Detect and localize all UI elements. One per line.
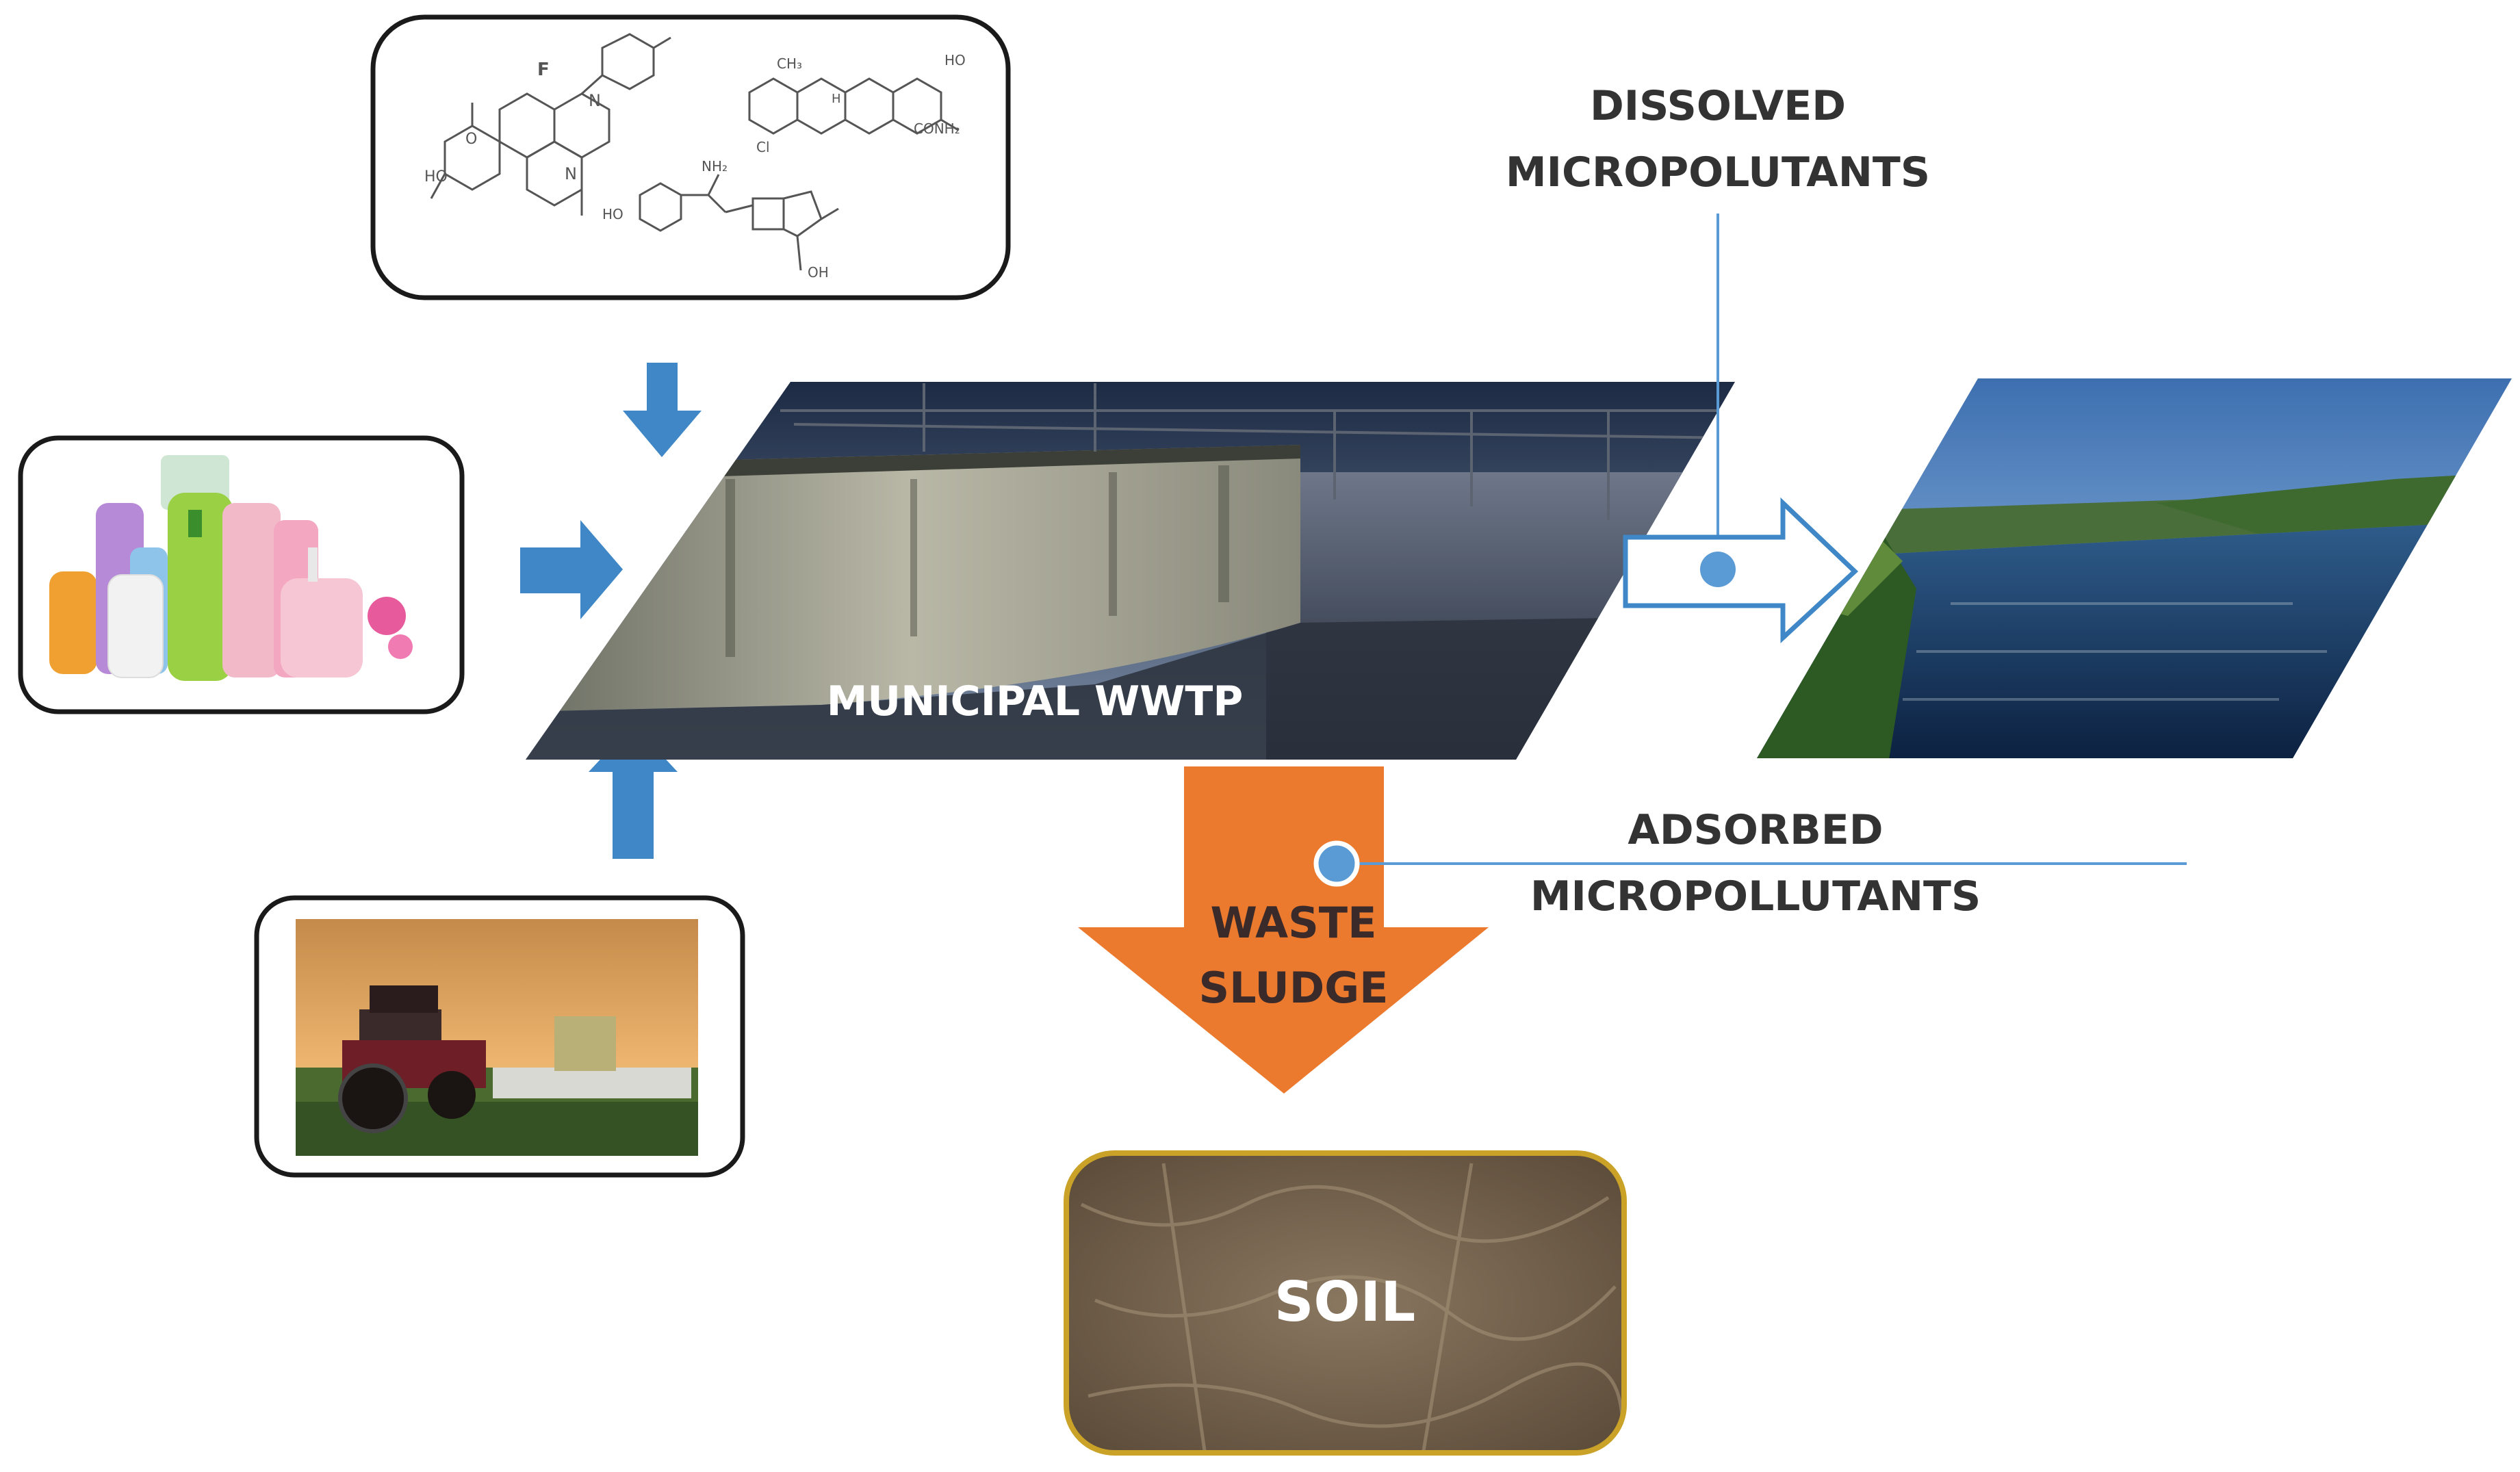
waste-sludge-arrow: WASTE SLUDGE	[1078, 766, 1489, 1094]
chem-ch3-label: CH₃	[777, 55, 802, 72]
river-photo	[1757, 378, 2512, 758]
molecule-1-icon	[430, 33, 671, 216]
wwtp-label: MUNICIPAL WWTP	[827, 677, 1244, 725]
input-arrow-top	[623, 363, 702, 457]
chem-h-label: H	[832, 92, 841, 106]
sludge-label-line2: SLUDGE	[1198, 963, 1388, 1013]
chem-ho-label-2: HO	[944, 52, 966, 68]
molecule-2-icon	[748, 77, 959, 135]
dissolved-label-line2: MICROPOLUTANTS	[1506, 149, 1930, 196]
chem-conh2-label: CONH₂	[914, 120, 960, 137]
chem-n-label: N	[589, 91, 601, 110]
input-arrow-left	[520, 520, 623, 619]
adsorbed-marker-dot	[1313, 840, 1360, 887]
chemical-structures-box: F N N HO O CH₃ HO CONH₂ Cl H HO	[370, 14, 1011, 300]
sludge-label-line1: WASTE	[1211, 898, 1377, 948]
chem-n-label-2: N	[565, 164, 577, 183]
agriculture-box	[254, 895, 745, 1178]
dissolved-micropollutants-callout: DISSOLVED MICROPOLUTANTS	[1506, 82, 1930, 568]
dissolved-marker-dot	[1700, 552, 1736, 587]
adsorbed-label-line2: MICROPOLLUTANTS	[1530, 873, 1981, 920]
chem-f-label: F	[537, 60, 550, 80]
wwtp-photo: MUNICIPAL WWTP	[526, 382, 1735, 760]
chem-ho-label-3: HO	[602, 206, 623, 222]
dissolved-label-line1: DISSOLVED	[1590, 82, 1846, 130]
chem-nh2-label: NH₂	[702, 158, 728, 175]
chem-ho-label: HO	[424, 168, 448, 185]
molecule-3-icon	[639, 174, 839, 271]
chem-cl-label: Cl	[756, 139, 770, 155]
chem-o-label: O	[465, 131, 477, 148]
adsorbed-micropollutants-callout: ADSORBED MICROPOLLUTANTS	[1313, 806, 2187, 920]
personal-care-products-box	[18, 435, 465, 714]
adsorbed-label-line1: ADSORBED	[1628, 806, 1883, 854]
soil-label: SOIL	[1274, 1270, 1415, 1334]
soil-box: SOIL	[1064, 1150, 1627, 1456]
chem-oh-label: OH	[808, 264, 829, 281]
effluent-arrow	[1623, 497, 1859, 643]
